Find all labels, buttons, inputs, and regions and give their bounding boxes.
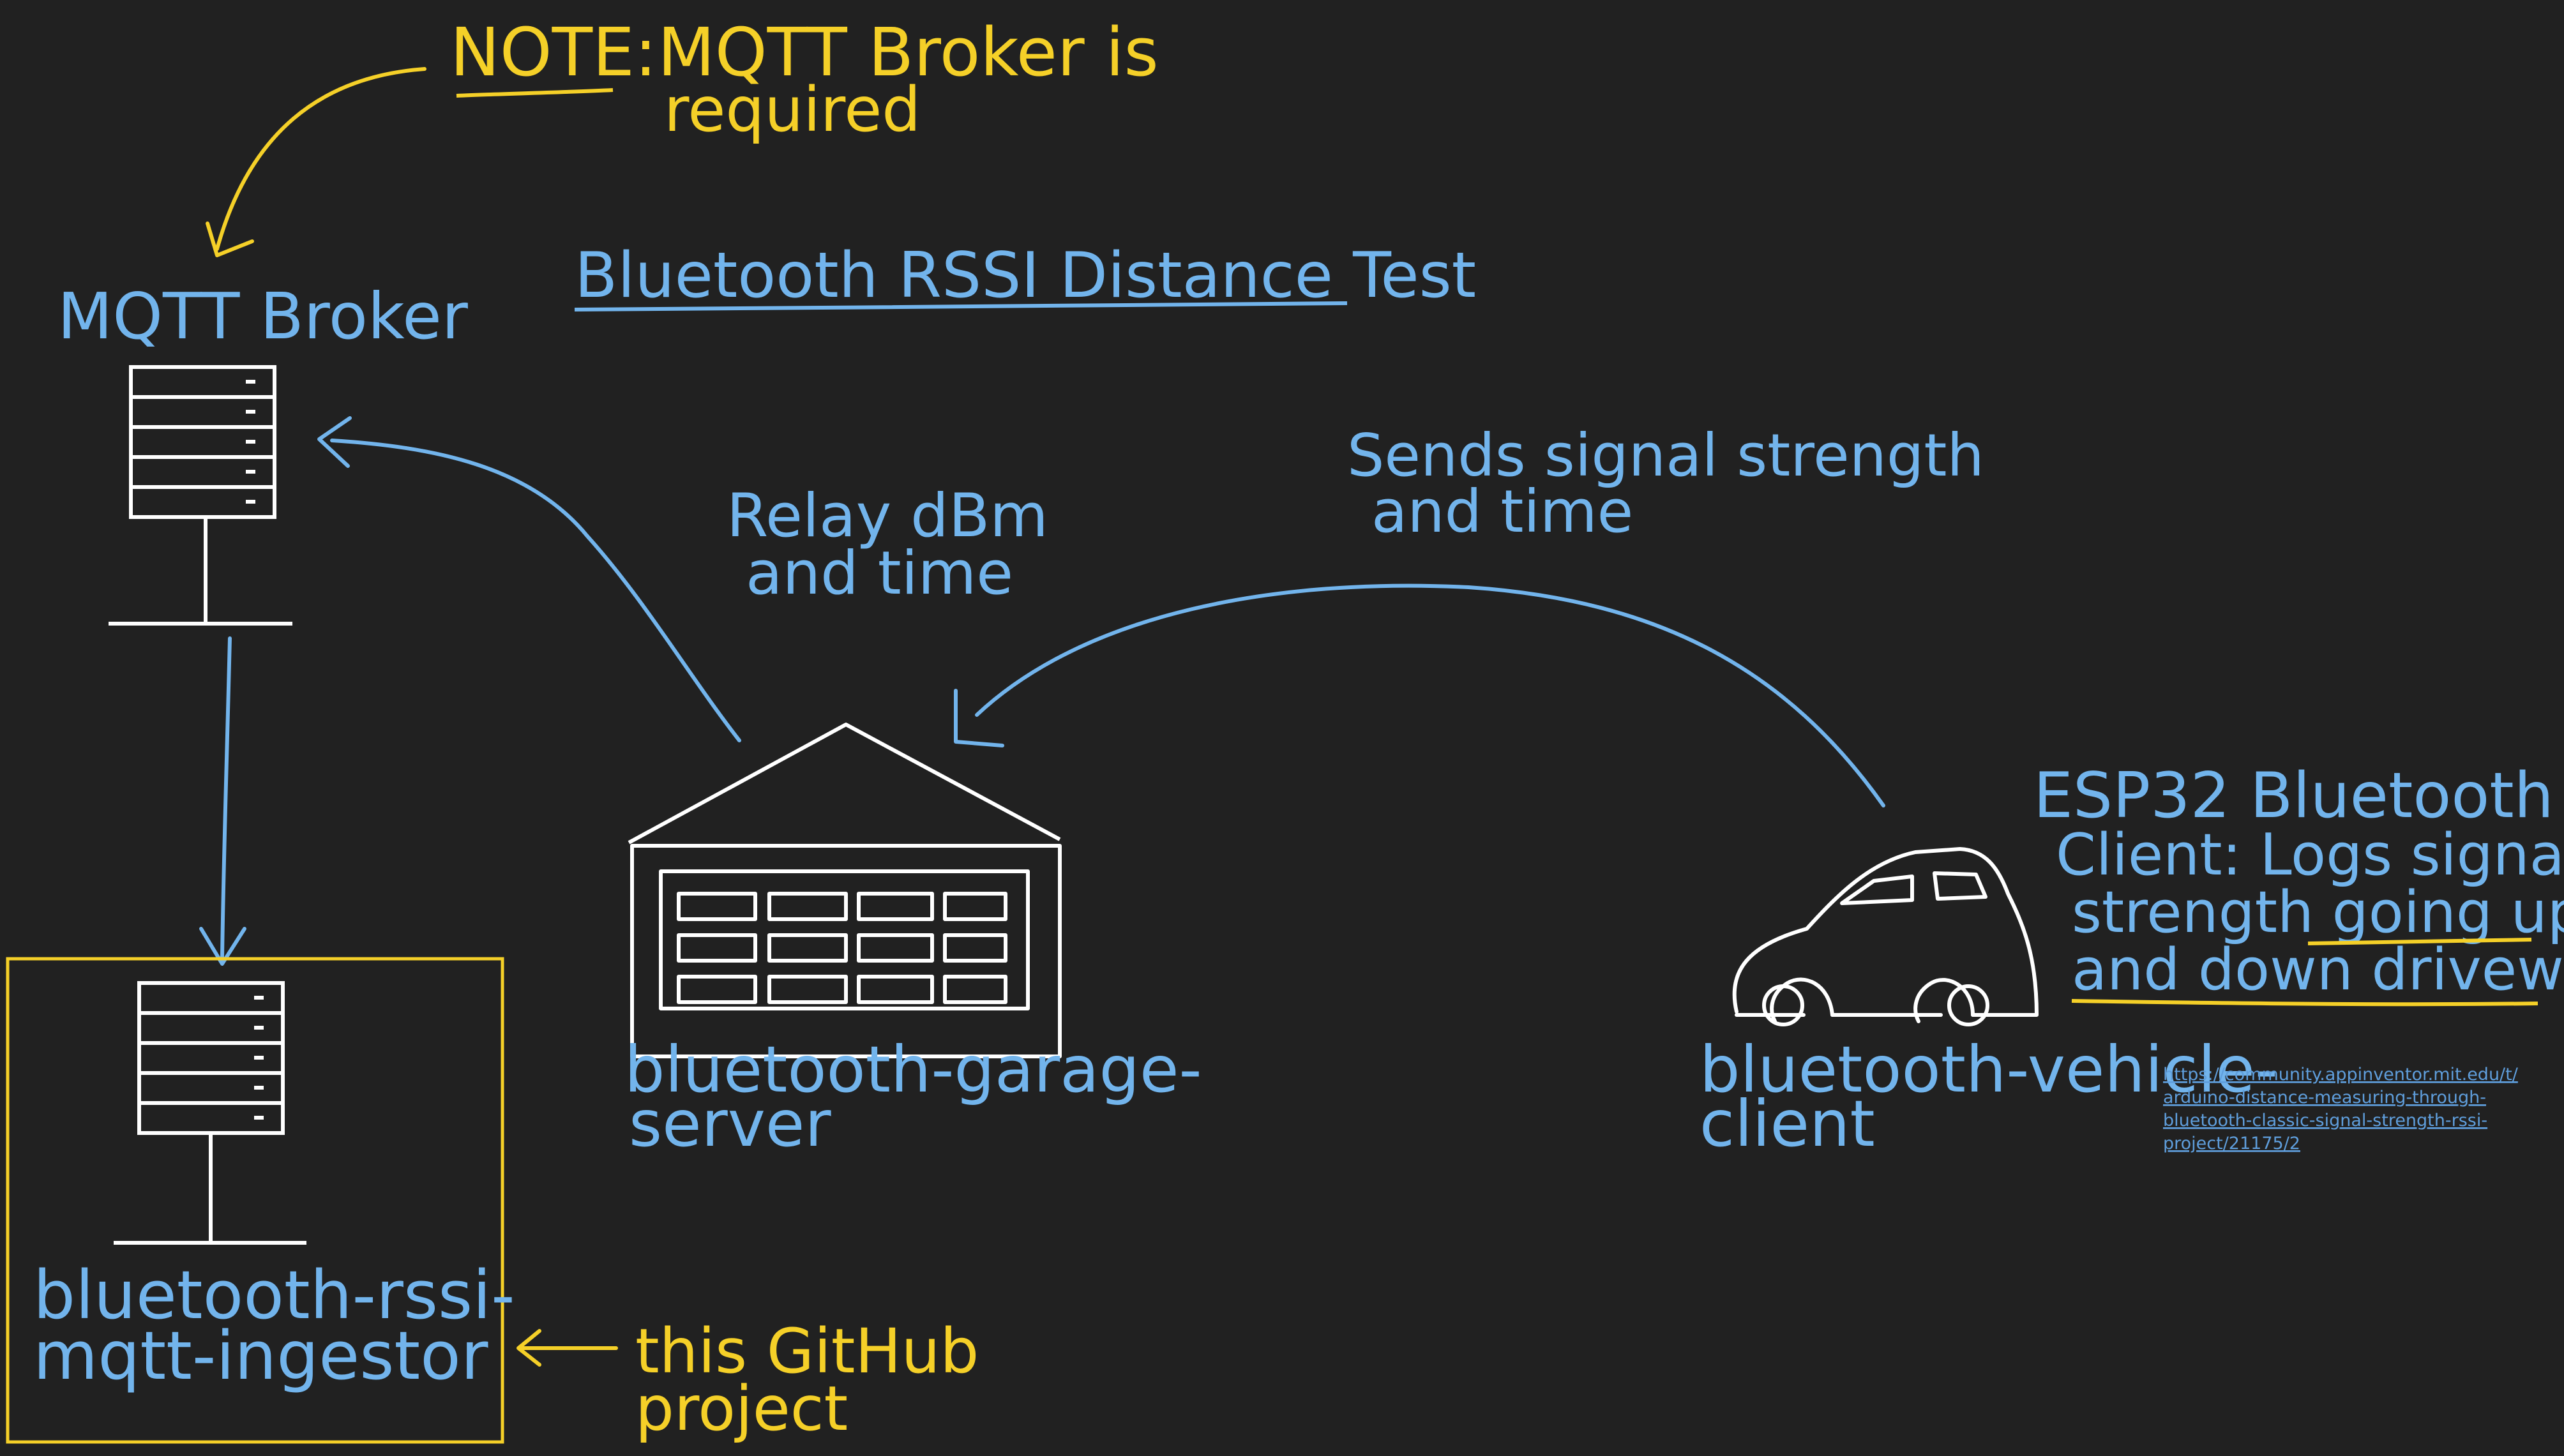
pointer-line-2: project <box>635 1373 848 1445</box>
esp32-line-3: strength going up <box>2072 879 2564 946</box>
ingestor-highlight-box <box>6 957 504 1444</box>
garage-label-line-1: bluetooth-garage- <box>624 1032 1202 1107</box>
pointer-arrowhead <box>517 1329 541 1367</box>
note-annotation: NOTE: MQTT Broker is required <box>206 13 1159 257</box>
mqtt-broker-node: MQTT Broker <box>57 279 469 626</box>
esp32-description: ESP32 Bluetooth Client: Logs signal stre… <box>2033 760 2564 1007</box>
reference-link[interactable]: https://community.appinventor.mit.edu/t/… <box>2163 1065 2519 1153</box>
broker-server-icon <box>109 365 292 626</box>
car-icon <box>1732 847 2039 1026</box>
ingestor-node: bluetooth-rssi- mqtt-ingestor <box>6 957 515 1444</box>
ingestor-line-2: mqtt-ingestor <box>33 1317 488 1395</box>
title-underline <box>574 301 1348 311</box>
garage-server-node: bluetooth-garage- server <box>624 723 1202 1161</box>
link-line-1[interactable]: https://community.appinventor.mit.edu/t/ <box>2163 1065 2519 1084</box>
note-prefix: NOTE: <box>450 13 657 91</box>
esp32-line-1: ESP32 Bluetooth <box>2033 760 2554 832</box>
note-line-1: MQTT Broker is <box>658 13 1159 91</box>
relay-label-line-1: Relay dBm <box>727 481 1048 551</box>
vehicle-label-line-1: bluetooth-vehicle- <box>1700 1032 2278 1107</box>
esp32-line-4: and down driveway. <box>2072 936 2564 1003</box>
broker-to-ingestor-arrow <box>199 636 246 966</box>
diagram-title: Bluetooth RSSI Distance Test <box>574 239 1476 312</box>
note-arrow <box>215 67 426 251</box>
note-arrowhead <box>206 221 254 257</box>
garage-label-line-2: server <box>629 1086 831 1161</box>
going-up-underline <box>2307 938 2532 945</box>
sends-label-line-1: Sends signal strength <box>1347 421 1984 490</box>
garage-to-broker-arrow <box>317 416 741 742</box>
sends-label-line-2: and time <box>1371 477 1633 546</box>
broker-label: MQTT Broker <box>57 279 469 354</box>
pointer-line-1: this GitHub <box>635 1316 979 1387</box>
github-project-pointer: this GitHub project <box>517 1316 979 1445</box>
link-line-2[interactable]: arduino-distance-measuring-through- <box>2163 1088 2486 1107</box>
vehicle-label-line-2: client <box>1700 1086 1875 1161</box>
vehicle-to-garage-arrow <box>954 583 1885 807</box>
link-line-4[interactable]: project/21175/2 <box>2163 1134 2300 1153</box>
note-underline <box>456 88 614 98</box>
ingestor-line-1: bluetooth-rssi- <box>33 1256 515 1334</box>
vehicle-client-node: bluetooth-vehicle- client <box>1700 847 2278 1161</box>
note-line-2: required <box>664 74 921 146</box>
garage-icon <box>628 723 1062 1058</box>
link-line-3[interactable]: bluetooth-classic-signal-strength-rssi- <box>2163 1111 2487 1130</box>
esp32-line-2: Client: Logs signal <box>2056 822 2564 889</box>
ingestor-server-icon <box>114 981 306 1245</box>
driveway-underline <box>2071 999 2538 1007</box>
title-text: Bluetooth RSSI Distance Test <box>575 239 1476 312</box>
relay-label-line-2: and time <box>746 539 1013 608</box>
